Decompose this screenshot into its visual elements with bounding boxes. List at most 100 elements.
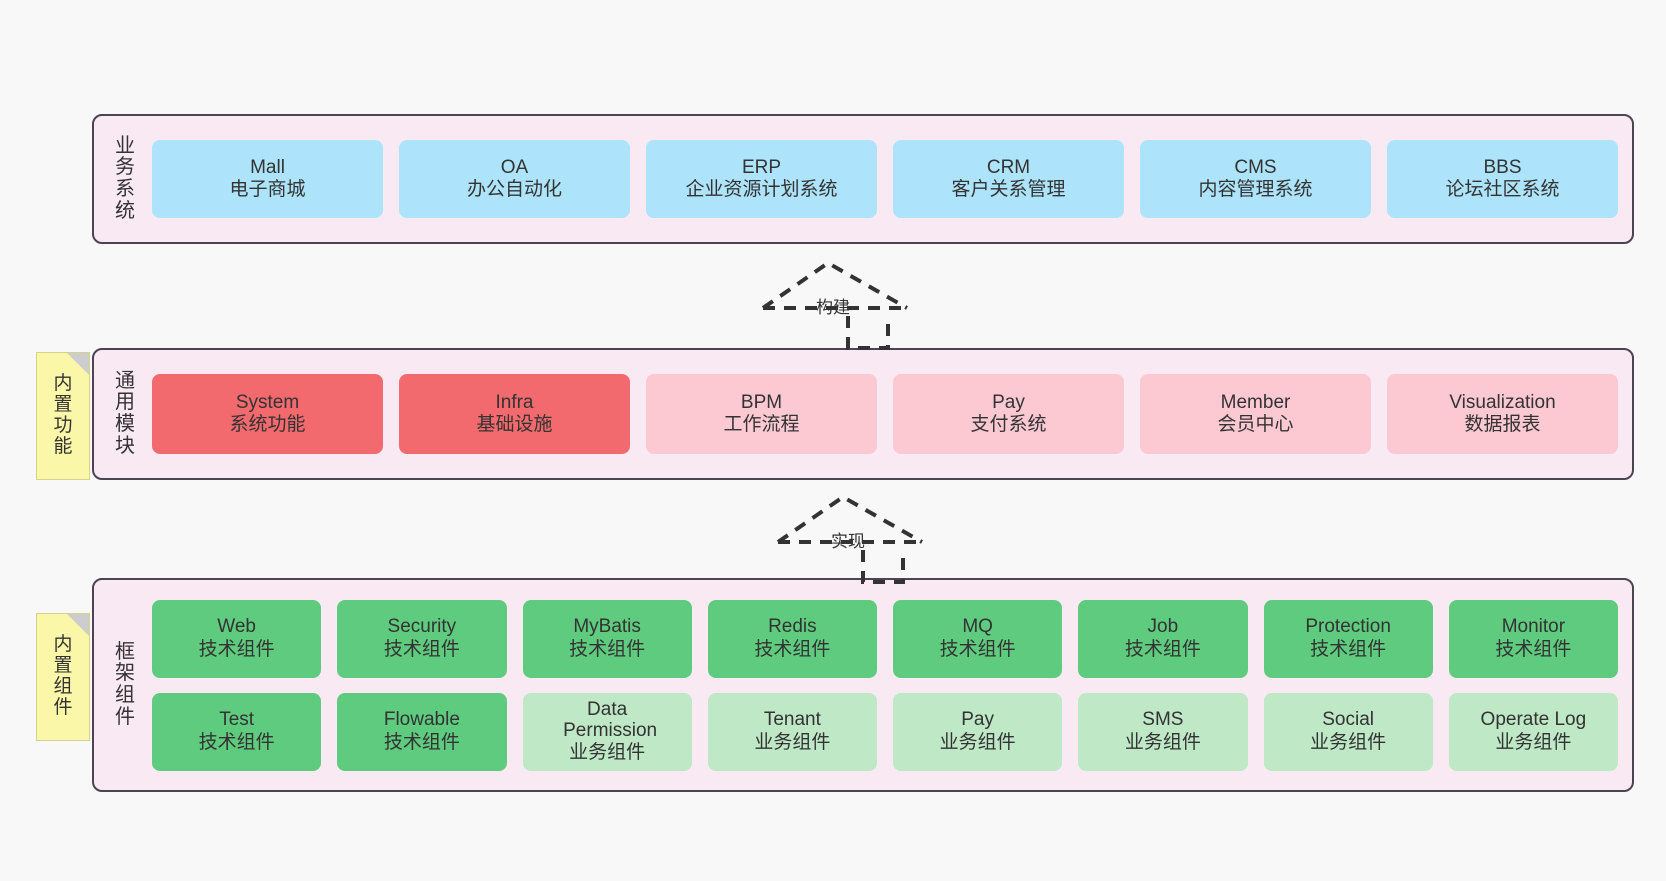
node-subtitle: 技术组件 xyxy=(1310,638,1387,660)
node-title: Pay xyxy=(992,391,1025,413)
node-data-permission[interactable]: Data Permission 业务组件 xyxy=(522,692,692,771)
node-visualization[interactable]: Visualization 数据报表 xyxy=(1387,374,1618,454)
builtin-function-note: 内置功能 xyxy=(36,352,90,480)
implement-connector-arrow xyxy=(776,494,923,584)
node-title: Job xyxy=(1147,616,1179,638)
layer-title-common-module: 通用模块 xyxy=(115,369,135,457)
builtin-component-note: 内置组件 xyxy=(36,613,90,741)
node-subtitle: 技术组件 xyxy=(383,638,460,660)
node-crm[interactable]: CRM 客户关系管理 xyxy=(893,140,1124,218)
node-title: Social xyxy=(1322,709,1374,731)
node-infra[interactable]: Infra 基础设施 xyxy=(399,374,630,454)
node-bpm[interactable]: BPM 工作流程 xyxy=(646,374,877,454)
node-title: CMS xyxy=(1234,156,1277,178)
node-subtitle: 技术组件 xyxy=(198,638,275,660)
layer-business-system: 业务系统 Mall 电子商城 OA 办公自动化 ERP 企业资源计划系统 CRM… xyxy=(92,114,1634,244)
node-mybatis[interactable]: MyBatis 技术组件 xyxy=(522,599,692,678)
node-subtitle: 技术组件 xyxy=(939,638,1016,660)
node-subtitle: 办公自动化 xyxy=(466,179,562,200)
node-title: Pay xyxy=(961,709,994,731)
note-fold-corner xyxy=(67,353,89,375)
node-erp[interactable]: ERP 企业资源计划系统 xyxy=(646,140,877,218)
node-title: Operate Log xyxy=(1480,709,1587,731)
layer-body-common-module: System 系统功能 Infra 基础设施 BPM 工作流程 Pay 支付系统… xyxy=(142,350,1632,478)
node-system[interactable]: System 系统功能 xyxy=(152,374,383,454)
node-title: Visualization xyxy=(1449,391,1556,413)
node-subtitle: 系统功能 xyxy=(229,414,306,435)
node-mq[interactable]: MQ 技术组件 xyxy=(893,599,1063,678)
node-operate-log[interactable]: Operate Log 业务组件 xyxy=(1448,692,1618,771)
node-mall[interactable]: Mall 电子商城 xyxy=(152,140,383,218)
node-subtitle: 数据报表 xyxy=(1464,414,1541,435)
node-web[interactable]: Web 技术组件 xyxy=(152,599,322,678)
node-security[interactable]: Security 技术组件 xyxy=(337,599,507,678)
node-title: Test xyxy=(219,709,255,731)
node-title: OA xyxy=(500,156,529,178)
node-title: BBS xyxy=(1483,156,1522,178)
node-subtitle: 会员中心 xyxy=(1217,414,1294,435)
node-protection[interactable]: Protection 技术组件 xyxy=(1263,599,1433,678)
node-row: Test 技术组件 Flowable 技术组件 Data Permission … xyxy=(152,692,1618,771)
node-monitor[interactable]: Monitor 技术组件 xyxy=(1448,599,1618,678)
node-title: Web xyxy=(217,616,256,638)
node-title: BPM xyxy=(740,391,783,413)
layer-framework-component: 框架组件 Web 技术组件 Security 技术组件 MyBatis 技术组件… xyxy=(92,578,1634,792)
node-subtitle: 业务组件 xyxy=(569,741,646,763)
node-social[interactable]: Social 业务组件 xyxy=(1263,692,1433,771)
node-subtitle: 业务组件 xyxy=(1310,731,1387,753)
implement-connector-label: 实现 xyxy=(831,532,865,551)
node-bbs[interactable]: BBS 论坛社区系统 xyxy=(1387,140,1618,218)
node-title: Tenant xyxy=(763,709,821,731)
node-subtitle: 客户关系管理 xyxy=(951,179,1066,200)
node-test[interactable]: Test 技术组件 xyxy=(152,692,322,771)
node-subtitle: 支付系统 xyxy=(970,414,1047,435)
node-title: Mall xyxy=(250,156,285,178)
node-title: Monitor xyxy=(1501,616,1566,638)
note-text: 内置组件 xyxy=(53,634,73,718)
node-subtitle: 企业资源计划系统 xyxy=(685,179,838,200)
layer-title-framework-component: 框架组件 xyxy=(115,640,135,728)
node-row: Web 技术组件 Security 技术组件 MyBatis 技术组件 Redi… xyxy=(152,599,1618,678)
build-connector-arrow xyxy=(761,260,908,350)
node-tenant[interactable]: Tenant 业务组件 xyxy=(707,692,877,771)
node-sms[interactable]: SMS 业务组件 xyxy=(1078,692,1248,771)
node-title: SMS xyxy=(1142,709,1184,731)
node-subtitle: 业务组件 xyxy=(1124,731,1201,753)
build-connector-label: 构建 xyxy=(816,298,850,317)
node-subtitle: 论坛社区系统 xyxy=(1445,179,1560,200)
node-subtitle: 技术组件 xyxy=(1495,638,1572,660)
node-title: Security xyxy=(387,616,457,638)
note-fold-corner xyxy=(67,614,89,636)
node-subtitle: 技术组件 xyxy=(198,731,275,753)
node-pay-business[interactable]: Pay 业务组件 xyxy=(893,692,1063,771)
node-title: CRM xyxy=(986,156,1031,178)
node-subtitle: 电子商城 xyxy=(229,179,306,200)
node-subtitle: 业务组件 xyxy=(939,731,1016,753)
layer-body-business-system: Mall 电子商城 OA 办公自动化 ERP 企业资源计划系统 CRM 客户关系… xyxy=(142,116,1632,242)
node-subtitle: 技术组件 xyxy=(1124,638,1201,660)
node-subtitle: 技术组件 xyxy=(754,638,831,660)
node-title: Data Permission xyxy=(563,699,658,742)
node-title: Member xyxy=(1220,391,1291,413)
node-title: Infra xyxy=(495,391,534,413)
layer-common-module: 通用模块 System 系统功能 Infra 基础设施 BPM 工作流程 Pay… xyxy=(92,348,1634,480)
node-row: System 系统功能 Infra 基础设施 BPM 工作流程 Pay 支付系统… xyxy=(152,374,1618,454)
node-pay[interactable]: Pay 支付系统 xyxy=(893,374,1124,454)
node-member[interactable]: Member 会员中心 xyxy=(1140,374,1371,454)
node-subtitle: 技术组件 xyxy=(383,731,460,753)
node-title: System xyxy=(235,391,300,413)
node-subtitle: 工作流程 xyxy=(723,414,800,435)
node-subtitle: 基础设施 xyxy=(476,414,553,435)
node-subtitle: 业务组件 xyxy=(754,731,831,753)
node-subtitle: 内容管理系统 xyxy=(1198,179,1313,200)
node-title: MQ xyxy=(962,616,993,638)
layer-title-business-system: 业务系统 xyxy=(115,134,135,222)
node-oa[interactable]: OA 办公自动化 xyxy=(399,140,630,218)
node-redis[interactable]: Redis 技术组件 xyxy=(707,599,877,678)
node-flowable[interactable]: Flowable 技术组件 xyxy=(337,692,507,771)
node-cms[interactable]: CMS 内容管理系统 xyxy=(1140,140,1371,218)
node-title: Flowable xyxy=(383,709,460,731)
node-job[interactable]: Job 技术组件 xyxy=(1078,599,1248,678)
node-title: MyBatis xyxy=(573,616,641,638)
